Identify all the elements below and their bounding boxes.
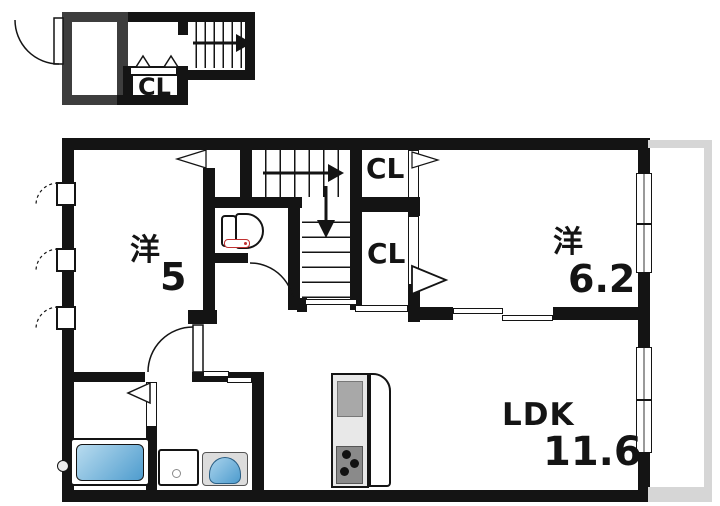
stair-east-wall bbox=[350, 138, 362, 310]
west5-room-size: 5 bbox=[160, 255, 187, 299]
sliding-window-ldk bbox=[636, 347, 652, 453]
stair-west-wall bbox=[240, 138, 252, 198]
sliding-door-west62-b bbox=[502, 315, 553, 321]
window-sash-split bbox=[637, 223, 651, 225]
sliding-door-stairhall-b bbox=[355, 305, 408, 312]
ldk-room-name: LDK bbox=[502, 397, 575, 433]
main-wall-left-1 bbox=[62, 150, 74, 182]
upper-stairs bbox=[188, 22, 245, 68]
laundry-pan bbox=[158, 449, 199, 486]
upper-wall-bottom-gray bbox=[62, 95, 127, 105]
west5-corner-block bbox=[188, 310, 217, 324]
west5-south-wall bbox=[62, 372, 145, 382]
stair-mid-wall bbox=[240, 197, 302, 208]
west5-door-leaf bbox=[192, 324, 204, 373]
upper-cl-wall-left bbox=[123, 66, 133, 105]
casement-arc-2 bbox=[35, 248, 59, 272]
casement-arc-3 bbox=[35, 306, 59, 330]
upper-cl-wall-right bbox=[177, 66, 188, 105]
main-stairs-lower-run bbox=[302, 208, 350, 298]
washroom-east-wall bbox=[252, 372, 264, 502]
upper-stair-wall-bottom bbox=[180, 70, 255, 80]
main-stairs-upper-run bbox=[252, 150, 350, 197]
closet-divider-wall bbox=[350, 197, 420, 212]
west5-east-wall bbox=[203, 168, 215, 310]
sliding-door-west62-a bbox=[453, 308, 503, 314]
stair-south-wall-a bbox=[297, 298, 307, 312]
kitchen-counter bbox=[369, 373, 391, 487]
closet2-label: CL bbox=[367, 237, 406, 270]
balcony-edge-bottom bbox=[648, 487, 712, 502]
main-wall-bottom bbox=[62, 490, 650, 502]
balcony-edge-right bbox=[704, 140, 712, 502]
bathtub bbox=[76, 444, 144, 481]
west5-room-name: 洋 bbox=[130, 233, 160, 268]
main-wall-right-3 bbox=[638, 453, 650, 490]
sliding-window-east-bedroom bbox=[636, 173, 652, 273]
sliding-door-stairhall-a bbox=[305, 299, 357, 305]
main-wall-left-2 bbox=[62, 206, 74, 248]
west5-closet-fold-marker bbox=[174, 149, 207, 169]
west62-room-size: 6.2 bbox=[568, 257, 636, 301]
hall-south-wall-a bbox=[192, 372, 203, 382]
sliding-door-washroom-a bbox=[203, 371, 229, 377]
main-wall-right-1 bbox=[638, 150, 650, 173]
closet1-door-panel bbox=[408, 150, 419, 198]
closet2-door-panel bbox=[408, 216, 419, 285]
bathroom-door-panel bbox=[146, 382, 157, 427]
toilet-washlet-control bbox=[224, 239, 250, 248]
entrance-door-arc bbox=[14, 19, 60, 65]
window-sash-split bbox=[637, 399, 651, 401]
ldk-room-size: 11.6 bbox=[543, 429, 642, 475]
bath-washroom-divider bbox=[146, 427, 157, 502]
balcony-edge-top bbox=[648, 140, 712, 148]
vanity-basin bbox=[209, 457, 241, 484]
closet1-label: CL bbox=[366, 152, 405, 185]
casement-window-2 bbox=[56, 248, 76, 272]
upper-wall-left bbox=[62, 12, 72, 105]
bath-faucet-knob bbox=[57, 460, 69, 472]
upper-cl-door-track bbox=[129, 66, 178, 76]
upper-wall-divider bbox=[117, 12, 128, 105]
stove-burner-2 bbox=[350, 459, 359, 468]
laundry-drain bbox=[172, 469, 181, 478]
stove-burner-3 bbox=[340, 467, 349, 476]
casement-arc-1 bbox=[35, 182, 59, 206]
toilet-south-wall bbox=[203, 253, 248, 263]
west62-south-wall-a bbox=[408, 307, 453, 320]
sliding-door-washroom-b bbox=[227, 377, 252, 383]
upper-cl-wall-bottom bbox=[117, 95, 188, 105]
washlet-button-dot bbox=[244, 242, 247, 245]
main-wall-left-3 bbox=[62, 272, 74, 306]
upper-wall-top-gray bbox=[62, 12, 127, 22]
west62-west-wall-2 bbox=[408, 198, 420, 216]
stove-burner-1 bbox=[342, 450, 351, 459]
toilet-east-wall bbox=[288, 197, 300, 310]
west5-door-arc bbox=[147, 326, 194, 373]
kitchen-sink bbox=[337, 381, 363, 417]
casement-window-1 bbox=[56, 182, 76, 206]
west62-south-wall-b bbox=[553, 307, 650, 320]
upper-cl-label: CL bbox=[138, 73, 171, 101]
west62-west-wall-1 bbox=[408, 138, 420, 150]
west62-room-name: 洋 bbox=[553, 225, 583, 260]
casement-window-3 bbox=[56, 306, 76, 330]
